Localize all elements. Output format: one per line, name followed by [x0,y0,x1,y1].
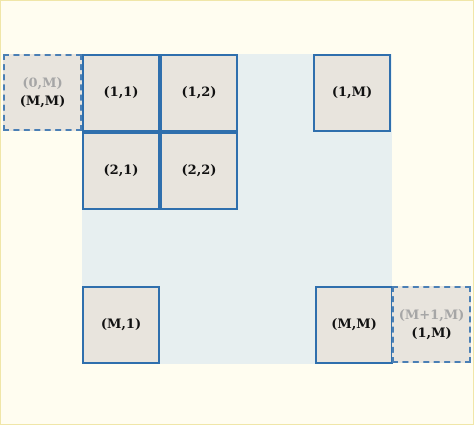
ghost-cell-right: (M+1,M) (1,M) [392,286,471,363]
cell-1-2: (1,2) [160,54,238,132]
ghost-label-top: (M+1,M) [398,307,465,323]
cell-label: (M,M) [331,317,377,333]
cell-m-m: (M,M) [315,286,393,364]
ghost-label-bottom: (M,M) [19,93,66,109]
cell-label: (1,M) [331,85,373,101]
ghost-cell-left: (0,M) (M,M) [3,54,82,131]
cell-2-2: (2,2) [160,132,238,210]
cell-m-1: (M,1) [82,286,160,364]
cell-label: (1,1) [103,85,139,101]
cell-label: (M,1) [100,317,142,333]
ghost-label-bottom: (1,M) [411,325,452,341]
cell-1-1: (1,1) [82,54,160,132]
cell-1-m: (1,M) [313,54,391,132]
cell-label: (2,1) [103,163,139,179]
cell-label: (1,2) [181,85,217,101]
cell-label: (2,2) [181,163,217,179]
cell-2-1: (2,1) [82,132,160,210]
ghost-label-top: (0,M) [22,75,63,91]
